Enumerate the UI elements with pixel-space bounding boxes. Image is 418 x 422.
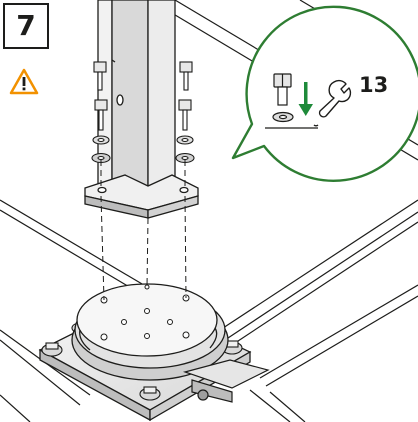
step-number: 7 [16, 9, 36, 42]
down-arrow-icon [298, 82, 313, 116]
step-number-box: 7 [3, 3, 49, 49]
alignment-guide-lines [100, 160, 187, 301]
hex-bolt-icon [273, 73, 292, 106]
wrench-size-label: 13 [359, 73, 389, 97]
wrench-icon [313, 79, 352, 127]
left-bolt-stack [91, 61, 111, 164]
warning-triangle-icon [9, 68, 39, 95]
disc-holes [100, 284, 190, 341]
washer-icon [272, 111, 294, 123]
lock-lever [182, 359, 270, 403]
rotating-disc [71, 283, 229, 381]
